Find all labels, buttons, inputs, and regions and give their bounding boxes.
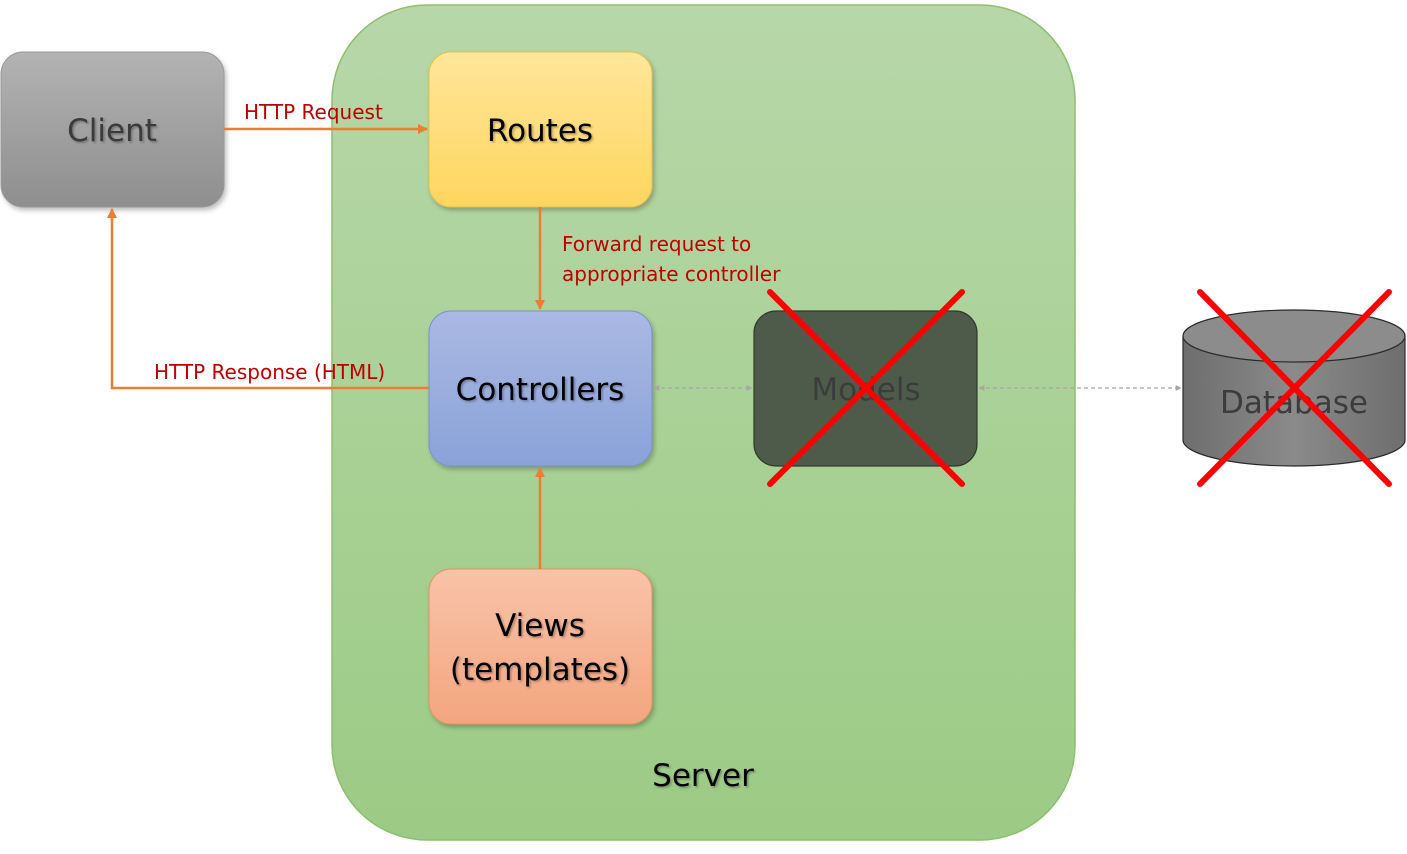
client-label: Client — [67, 113, 157, 149]
views-label-line2: (templates) — [450, 652, 630, 688]
database-node: Database — [1182, 289, 1406, 487]
http-response-label: HTTP Response (HTML) — [154, 360, 385, 384]
client-node: Client — [0, 51, 225, 208]
views-label-line1: Views — [495, 608, 585, 644]
edge-http-response: HTTP Response (HTML) — [107, 208, 429, 390]
database-cross-icon — [1197, 289, 1392, 487]
forward-label-line2: appropriate controller — [562, 262, 781, 286]
edge-forward-request: Forward request to appropriate controlle… — [535, 207, 781, 310]
models-node: Models — [753, 289, 978, 487]
server-label: Server — [652, 758, 754, 794]
http-request-label: HTTP Request — [244, 100, 383, 124]
controllers-label: Controllers — [456, 372, 625, 408]
forward-label-line1: Forward request to — [562, 232, 751, 256]
models-cross-icon — [767, 289, 965, 487]
controllers-node: Controllers — [428, 310, 653, 467]
edge-http-request: HTTP Request — [224, 100, 428, 134]
views-node: Views (templates) — [428, 568, 653, 725]
routes-label: Routes — [487, 113, 593, 149]
routes-node: Routes — [428, 51, 653, 208]
